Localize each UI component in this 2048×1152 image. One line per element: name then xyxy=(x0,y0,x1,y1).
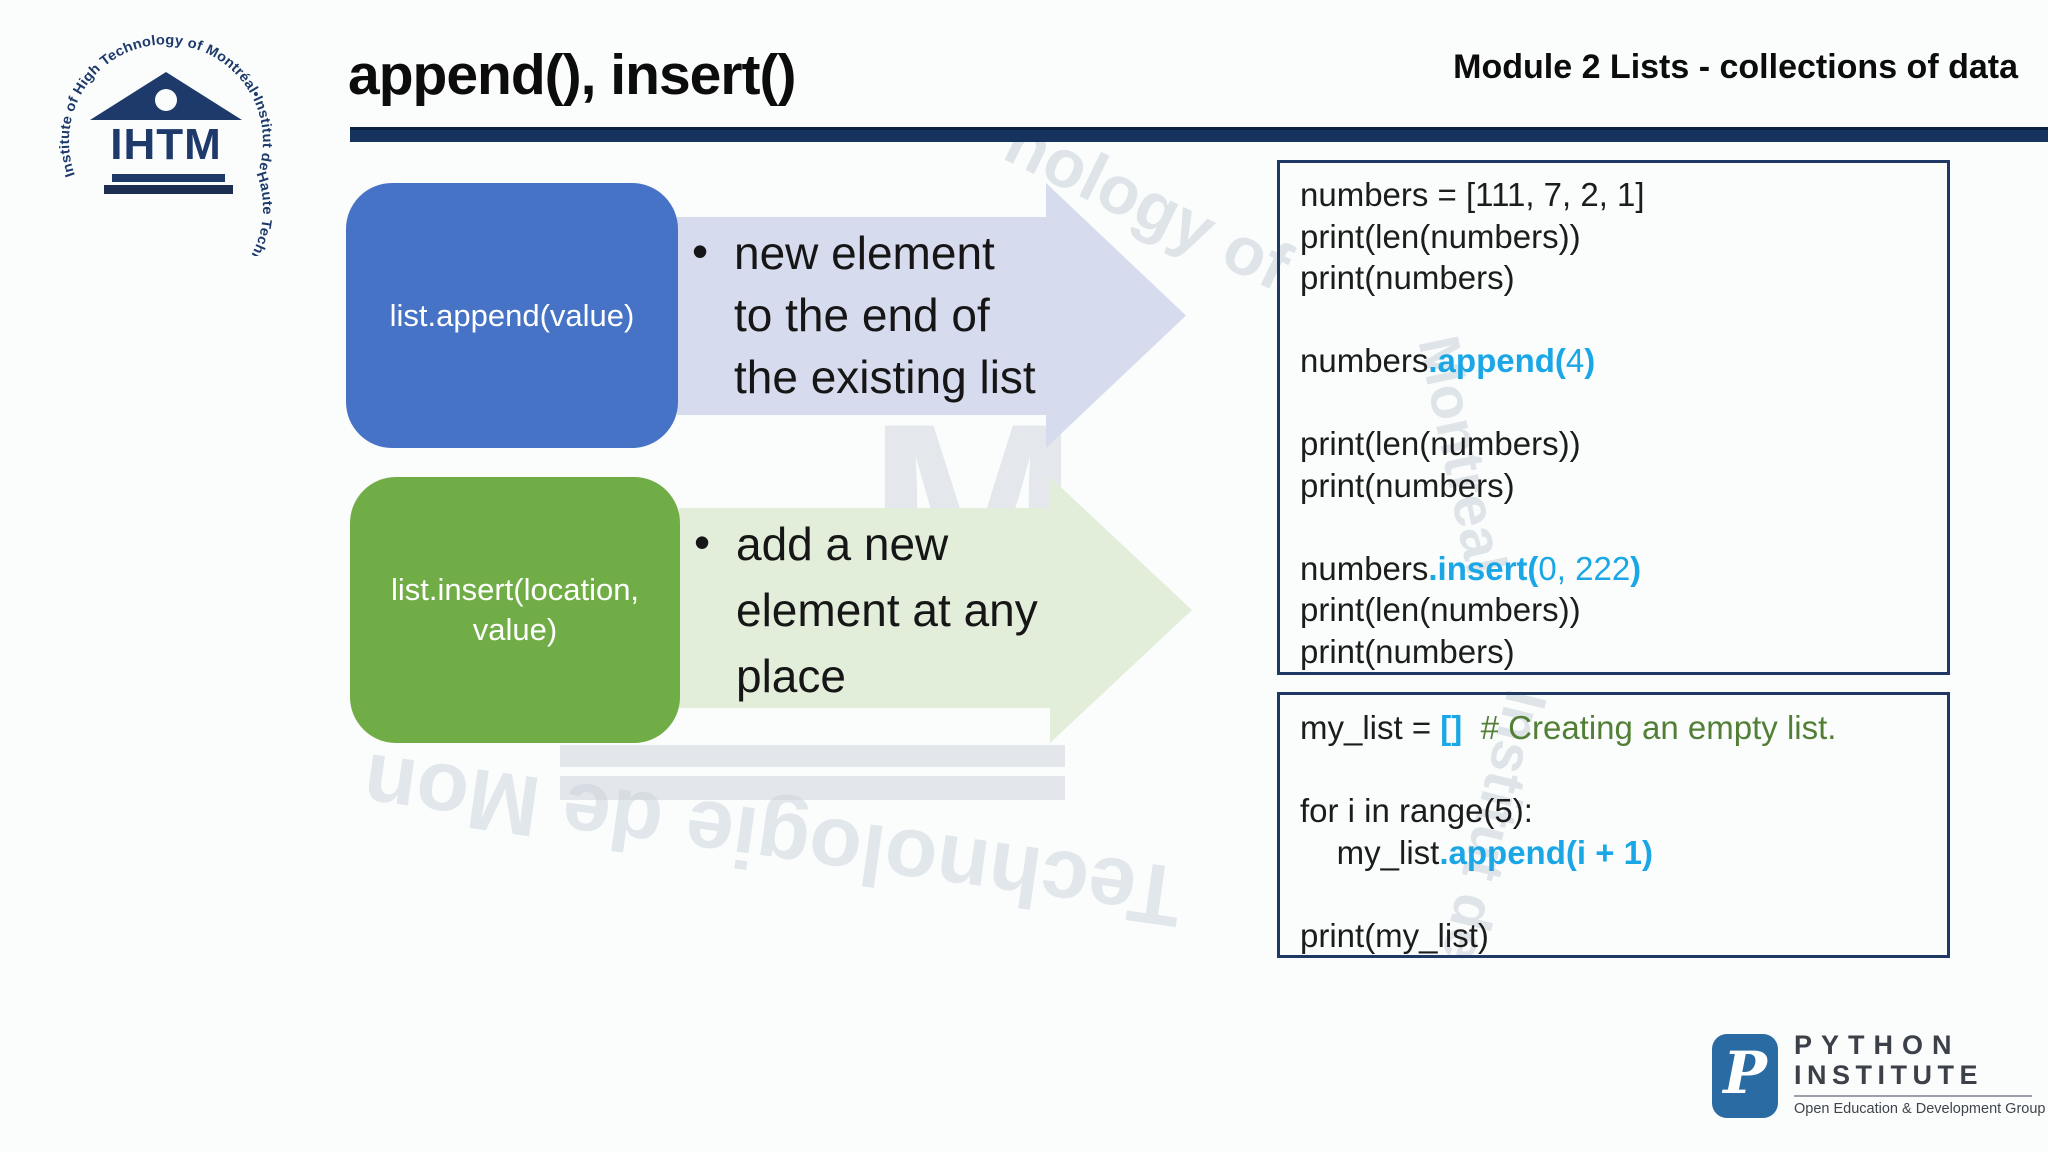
code-segment: [] xyxy=(1440,709,1463,746)
description-line: new element xyxy=(734,227,995,279)
append-method-box: list.append(value) xyxy=(346,183,678,448)
description-line: the existing list xyxy=(734,351,1036,403)
append-arrow-head xyxy=(1046,183,1186,448)
code-line: numbers.insert(0, 222) xyxy=(1300,548,1947,590)
ihtm-building-icon xyxy=(90,72,242,120)
insert-arrow-body xyxy=(679,508,1052,708)
code-panel-mylist: my_list = [] # Creating an empty list. f… xyxy=(1277,692,1950,958)
code-line xyxy=(1300,506,1947,548)
code-panel-numbers: numbers = [111, 7, 2, 1] print(len(number… xyxy=(1277,160,1950,675)
python-institute-name: PYTHON xyxy=(1794,1030,1961,1060)
append-arrow-body xyxy=(677,217,1049,415)
code-segment: .append( xyxy=(1428,342,1566,379)
code-segment: numbers xyxy=(1300,549,1429,587)
python-institute-tagline: Open Education & Development Group xyxy=(1794,1101,2046,1117)
append-method-label: list.append(value) xyxy=(389,297,635,333)
code-segment: my_list xyxy=(1300,833,1440,871)
code-segment: print(my_list) xyxy=(1300,916,1489,954)
python-institute-monogram: P xyxy=(1723,1039,1767,1107)
code-segment: ) xyxy=(1630,549,1642,587)
description-line: element at any xyxy=(736,584,1038,636)
python-institute-logo: P PYTHON INSTITUTE Open Education & Deve… xyxy=(1712,1030,2045,1125)
code-line: print(my_list) xyxy=(1300,915,1947,957)
append-description: • new element to the end of the existing… xyxy=(692,222,1036,408)
code-segment: my_list = xyxy=(1300,709,1441,746)
ihtm-bar xyxy=(112,174,225,182)
code-line: print(len(numbers)) xyxy=(1300,216,1947,258)
description-line: to the end of xyxy=(734,289,990,341)
bullet-icon: • xyxy=(694,516,711,568)
code-line: my_list.append(i + 1) xyxy=(1300,832,1947,874)
ihtm-logo: Institute of High Technology of Montréal… xyxy=(56,31,276,256)
code-segment xyxy=(1462,709,1480,746)
ihtm-acronym: IHTM xyxy=(110,120,222,169)
code-line: numbers = [111, 7, 2, 1] xyxy=(1300,174,1947,216)
bullet-icon: • xyxy=(692,225,709,277)
watermark-bar xyxy=(560,745,1065,767)
code-segment: 4 xyxy=(1565,342,1585,379)
code-line: my_list = [] # Creating an empty list. xyxy=(1300,707,1947,749)
code-line xyxy=(1300,382,1947,424)
python-institute-p-icon: P xyxy=(1712,1034,1778,1118)
python-institute-name: INSTITUTE xyxy=(1794,1060,1983,1090)
code-line: print(numbers) xyxy=(1300,257,1947,299)
code-line xyxy=(1300,749,1947,791)
code-line: print(numbers) xyxy=(1300,465,1947,507)
insert-method-box: list.insert(location, value) xyxy=(350,477,680,743)
code-segment: print(len(numbers)) xyxy=(1300,591,1581,628)
code-segment: print(numbers) xyxy=(1300,466,1515,504)
code-segment: .append(i + 1) xyxy=(1439,833,1653,871)
description-line: place xyxy=(736,650,846,702)
code-line: print(len(numbers)) xyxy=(1300,423,1947,465)
code-line: print(numbers) xyxy=(1300,631,1947,673)
code-line xyxy=(1300,299,1947,341)
description-line: add a new xyxy=(736,518,949,570)
page-title: append(), insert() xyxy=(348,43,796,107)
insert-method-label: list.insert(location, value) xyxy=(390,572,640,647)
code-line: print(len(numbers)) xyxy=(1300,589,1947,631)
code-segment: # Creating an empty list. xyxy=(1480,709,1837,746)
code-segment: 0, 222 xyxy=(1538,549,1631,587)
title-divider xyxy=(350,127,2048,142)
module-badge: Module 2 Lists - collections of data xyxy=(1453,48,2018,86)
code-segment: print(len(numbers)) xyxy=(1300,425,1581,462)
code-line: numbers.append(4) xyxy=(1300,340,1947,382)
code-segment: print(numbers) xyxy=(1300,259,1515,296)
ihtm-bar xyxy=(104,185,233,194)
code-segment: for i in range(5): xyxy=(1300,792,1533,829)
python-institute-wordmark: PYTHON INSTITUTE Open Education & Develo… xyxy=(1794,1030,2045,1117)
code-line xyxy=(1300,873,1947,915)
code-segment: print(len(numbers)) xyxy=(1300,217,1581,255)
code-segment: numbers xyxy=(1300,342,1429,379)
python-institute-divider xyxy=(1794,1095,2032,1097)
code-line: for i in range(5): xyxy=(1300,790,1947,832)
code-segment: numbers = [111, 7, 2, 1] xyxy=(1300,176,1645,213)
code-segment: print(numbers) xyxy=(1300,632,1515,670)
watermark-bar xyxy=(560,776,1065,800)
insert-description: • add a new element at any place xyxy=(694,511,1038,709)
code-segment: .insert( xyxy=(1428,549,1539,587)
code-segment: ) xyxy=(1584,342,1596,379)
insert-arrow-head xyxy=(1050,477,1192,743)
